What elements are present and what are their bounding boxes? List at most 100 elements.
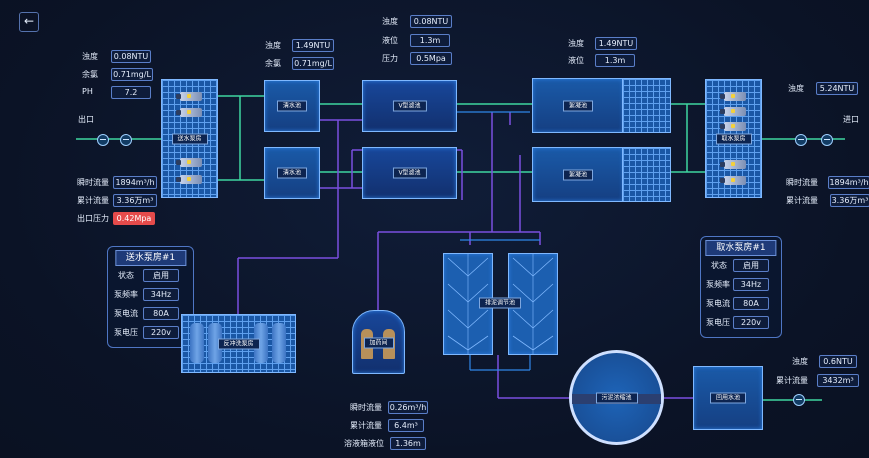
v-filter-2[interactable]: V型滤池	[362, 147, 457, 199]
send-voltage-value: 220v	[143, 326, 179, 339]
send-status-value: 启用	[143, 269, 179, 282]
send-pump-house[interactable]: 送水泵房	[161, 79, 218, 198]
dosing-level-value: 1.36m	[390, 437, 426, 450]
clear-tank-2[interactable]: 清水池	[264, 147, 320, 199]
left-chlorine-label: 余氯	[82, 70, 98, 79]
pump-icon	[720, 122, 746, 131]
floc-turbidity-value: 1.49NTU	[595, 37, 637, 50]
sludge-hopper-icon	[512, 254, 554, 354]
intake-current-label: 泵电流	[706, 299, 730, 308]
pump-icon	[720, 92, 746, 101]
send-status-label: 状态	[118, 271, 134, 280]
right-turbidity-label: 浊度	[788, 84, 804, 93]
intake-freq-label: 泵频率	[706, 280, 730, 289]
left-instant-flow-value: 1894m³/h	[113, 176, 157, 189]
intake-voltage-label: 泵电压	[706, 318, 730, 327]
sludge-hopper-icon	[447, 254, 489, 354]
floc-tank-2[interactable]: 絮凝池	[532, 147, 624, 202]
send-pump-house-tag: 送水泵房	[171, 133, 208, 144]
main-water-line	[76, 95, 845, 401]
v-level-value: 1.3m	[410, 34, 450, 47]
sludge-thickener-tag: 污泥浓缩池	[595, 392, 638, 403]
clear-turbidity-value: 1.49NTU	[292, 39, 334, 52]
floc-tank-1[interactable]: 絮凝池	[532, 78, 624, 133]
sludge-adjust-tag: 排泥调节池	[478, 297, 522, 309]
send-current-label: 泵电流	[114, 309, 138, 318]
backwash-pump-house[interactable]: 反冲洗泵房	[181, 314, 296, 373]
left-ph-label: PH	[82, 87, 93, 96]
dosing-instant-flow-label: 瞬时流量	[350, 403, 382, 412]
floc-grid-2	[622, 147, 671, 202]
back-button[interactable]: ←	[19, 12, 39, 32]
send-pump-panel-title: 送水泵房#1	[114, 250, 187, 266]
pump-icon	[176, 108, 202, 117]
send-freq-label: 泵频率	[114, 290, 138, 299]
left-total-flow-label: 累计流量	[77, 196, 109, 205]
reuse-water-tank-tag: 回用水池	[709, 392, 747, 404]
arrow-left-icon: ←	[23, 14, 35, 28]
intake-voltage-value: 220v	[733, 316, 769, 329]
intake-status-label: 状态	[711, 261, 727, 270]
floc-level-value: 1.3m	[595, 54, 635, 67]
backwash-line	[237, 112, 693, 399]
v-turbidity-label: 浊度	[382, 17, 398, 26]
pump-icon	[176, 158, 202, 167]
right-total-flow-label: 累计流量	[786, 196, 818, 205]
intake-freq-value: 34Hz	[733, 278, 769, 291]
send-voltage-label: 泵电压	[114, 328, 138, 337]
tank-icon	[254, 323, 268, 363]
right-total-flow-value: 3.36万m³	[830, 194, 869, 207]
dosing-total-flow-value: 6.4m³	[388, 419, 424, 432]
clear-tank-1[interactable]: 清水池	[264, 80, 320, 132]
outlet-label: 出口	[78, 115, 94, 124]
send-current-value: 80A	[143, 307, 179, 320]
sludge-thickener[interactable]: 污泥浓缩池	[569, 350, 664, 445]
v-pressure-label: 压力	[382, 54, 398, 63]
intake-status-value: 启用	[733, 259, 769, 272]
clear-turbidity-label: 浊度	[265, 41, 281, 50]
floc-grid-1	[622, 78, 671, 133]
intake-pump-house-tag: 取水泵房	[715, 133, 752, 144]
outlet-valve-icon[interactable]	[97, 134, 109, 146]
reuse-turbidity-label: 浊度	[792, 357, 808, 366]
v-level-label: 液位	[382, 36, 398, 45]
inlet-valve-icon[interactable]	[795, 134, 807, 146]
send-freq-value: 34Hz	[143, 288, 179, 301]
dosing-room[interactable]: 加药间	[352, 310, 405, 374]
intake-pump-panel-title: 取水泵房#1	[705, 240, 777, 256]
reuse-meter-icon[interactable]	[793, 394, 805, 406]
reuse-total-flow-label: 累计流量	[776, 376, 808, 385]
intake-current-value: 80A	[733, 297, 769, 310]
floc-level-label: 液位	[568, 56, 584, 65]
clear-tank-2-tag: 清水池	[276, 167, 308, 179]
pump-icon	[176, 92, 202, 101]
floc-tank-2-tag: 絮凝池	[562, 169, 594, 180]
floc-turbidity-label: 浊度	[568, 39, 584, 48]
v-filter-1[interactable]: V型滤池	[362, 80, 457, 132]
left-instant-flow-label: 瞬时流量	[77, 178, 109, 187]
floc-tank-1-tag: 絮凝池	[562, 100, 594, 111]
tank-icon	[208, 323, 222, 363]
left-ph-value: 7.2	[111, 86, 151, 99]
clear-chlorine-label: 余氯	[265, 59, 281, 68]
pump-icon	[720, 176, 746, 185]
v-filter-1-tag: V型滤池	[392, 100, 427, 112]
left-outlet-pressure-label: 出口压力	[77, 214, 109, 223]
pump-icon	[720, 107, 746, 116]
intake-pump-house[interactable]: 取水泵房	[705, 79, 762, 198]
clear-chlorine-value: 0.71mg/L	[292, 57, 334, 70]
reuse-water-tank[interactable]: 回用水池	[693, 366, 763, 430]
dosing-level-label: 溶液箱液位	[344, 439, 384, 448]
inlet-label: 进口	[843, 115, 859, 124]
tank-icon	[190, 323, 204, 363]
inlet-meter-icon[interactable]	[821, 134, 833, 146]
send-pump-panel: 送水泵房#1 状态 启用 泵频率 34Hz 泵电流 80A 泵电压 220v	[107, 246, 194, 348]
right-turbidity-value: 5.24NTU	[816, 82, 858, 95]
v-filter-2-tag: V型滤池	[392, 167, 427, 179]
pump-icon	[176, 175, 202, 184]
outlet-meter-icon[interactable]	[120, 134, 132, 146]
reuse-total-flow-value: 3432m³	[817, 374, 859, 387]
left-total-flow-value: 3.36万m³	[113, 194, 157, 207]
